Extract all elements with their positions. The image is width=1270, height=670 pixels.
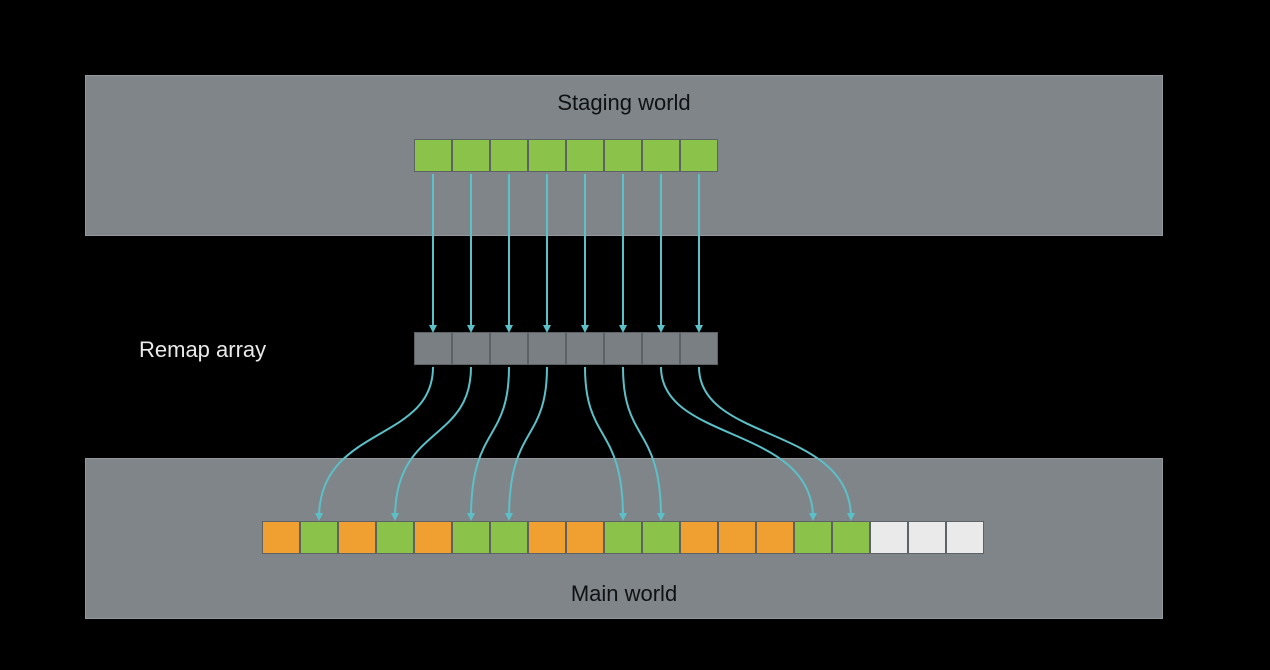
remap-cell [528,332,566,365]
main-cell [566,521,604,554]
staging-entity-array [414,139,718,172]
main-entity-array [262,521,984,554]
main-cell [452,521,490,554]
remap-cell [604,332,642,365]
main-cell [642,521,680,554]
staging-cell [680,139,718,172]
main-cell [604,521,642,554]
main-cell [756,521,794,554]
staging-cell [642,139,680,172]
staging-cell [452,139,490,172]
main-cell [680,521,718,554]
staging-cell [604,139,642,172]
remap-cell [680,332,718,365]
main-cell [946,521,984,554]
remap-cell [566,332,604,365]
remap-cell [452,332,490,365]
remap-cell [490,332,528,365]
main-world-title: Main world [570,581,678,606]
remap-cell [642,332,680,365]
main-cell [338,521,376,554]
staging-cell [414,139,452,172]
remap-array [414,332,718,365]
main-cell [528,521,566,554]
staging-cell [528,139,566,172]
staging-world-title: Staging world [557,90,691,115]
main-cell [300,521,338,554]
main-cell [414,521,452,554]
staging-cell [490,139,528,172]
remap-cell [414,332,452,365]
main-cell [376,521,414,554]
staging-cell [566,139,604,172]
main-cell [718,521,756,554]
remap-array-label: Remap array [139,337,267,362]
main-cell [262,521,300,554]
main-cell [490,521,528,554]
main-cell [870,521,908,554]
main-cell [832,521,870,554]
main-cell [908,521,946,554]
main-cell [794,521,832,554]
